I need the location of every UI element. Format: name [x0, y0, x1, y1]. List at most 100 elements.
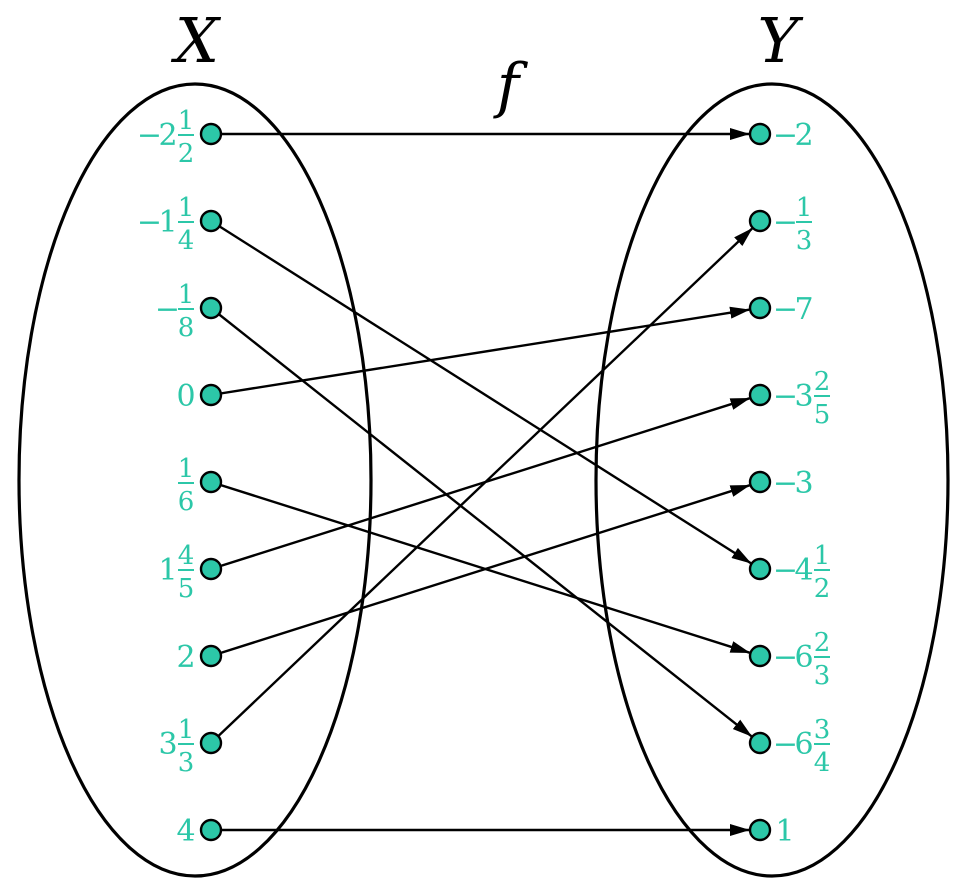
- codomain-title: Y: [758, 4, 804, 77]
- codomain-element-dot: [748, 122, 772, 146]
- codomain-element-dot: [748, 557, 772, 581]
- mapping-arrow: [210, 484, 751, 658]
- label-numerator: 1: [178, 454, 195, 484]
- label-numerator: 1: [178, 715, 195, 745]
- label-whole: 2: [794, 118, 813, 153]
- domain-label: 0: [176, 379, 195, 414]
- mapping-arrow: [210, 480, 751, 654]
- codomain-element-dot: [748, 209, 772, 233]
- label-denominator: 4: [814, 748, 831, 778]
- codomain-label: 1: [775, 814, 794, 849]
- label-numerator: 1: [814, 541, 831, 571]
- label-sign: −: [773, 640, 798, 675]
- codomain-element-dot: [748, 383, 772, 407]
- label-whole: 4: [176, 814, 195, 849]
- label-sign: −: [773, 118, 798, 153]
- domain-element-dot: [199, 383, 223, 407]
- label-sign: −: [773, 379, 798, 414]
- label-numerator: 2: [814, 367, 831, 397]
- domain-element-dot: [199, 122, 223, 146]
- codomain-label: −2: [773, 118, 814, 153]
- codomain-element-dot: [748, 731, 772, 755]
- label-denominator: 4: [178, 226, 195, 256]
- label-whole: 6: [794, 640, 813, 675]
- codomain-element-dot: [748, 818, 772, 842]
- label-sign: −: [137, 205, 162, 240]
- label-numerator: 1: [178, 106, 195, 136]
- mapping-arrow: [210, 306, 751, 397]
- label-denominator: 8: [178, 313, 195, 343]
- mapping-arrows: [210, 128, 753, 836]
- codomain-set-ellipse: [594, 82, 950, 878]
- label-denominator: 3: [178, 748, 195, 778]
- label-sign: −: [773, 292, 798, 327]
- label-whole: 1: [775, 814, 794, 849]
- label-whole: 7: [794, 292, 813, 327]
- label-sign: −: [773, 466, 798, 501]
- label-numerator: 2: [814, 628, 831, 658]
- codomain-label: −7: [773, 292, 814, 327]
- codomain-label: −13: [773, 193, 812, 256]
- label-denominator: 5: [814, 400, 831, 430]
- label-whole: 1: [158, 205, 177, 240]
- label-numerator: 1: [178, 280, 195, 310]
- mapping-arrow: [210, 227, 753, 744]
- label-denominator: 6: [178, 487, 195, 517]
- label-sign: −: [773, 205, 798, 240]
- domain-label: 2: [176, 640, 195, 675]
- label-whole: 0: [176, 379, 195, 414]
- label-whole: 4: [794, 553, 813, 588]
- label-numerator: 3: [814, 715, 831, 745]
- codomain-label: −3: [773, 466, 814, 501]
- label-numerator: 1: [178, 193, 195, 223]
- label-numerator: 4: [178, 541, 195, 571]
- mapping-arrow: [210, 307, 753, 738]
- domain-element-dot: [199, 644, 223, 668]
- label-denominator: 5: [178, 574, 195, 604]
- codomain-element-dot: [748, 296, 772, 320]
- domain-set-ellipse: [17, 82, 373, 878]
- label-whole: 1: [158, 553, 177, 588]
- domain-label: 16: [178, 454, 195, 517]
- label-denominator: 3: [796, 226, 813, 256]
- label-denominator: 2: [814, 574, 831, 604]
- codomain-element-dot: [748, 470, 772, 494]
- domain-element-dot: [199, 557, 223, 581]
- domain-label: −18: [155, 280, 194, 343]
- label-whole: 2: [176, 640, 195, 675]
- mapping-arrow: [210, 219, 752, 565]
- element-dots: [199, 122, 772, 842]
- label-whole: 3: [794, 379, 813, 414]
- codomain-element-dot: [748, 644, 772, 668]
- domain-title: X: [171, 4, 222, 77]
- label-sign: −: [773, 727, 798, 762]
- label-sign: −: [155, 292, 180, 327]
- domain-element-dot: [199, 731, 223, 755]
- label-sign: −: [137, 118, 162, 153]
- function-label: f: [493, 51, 529, 121]
- domain-element-dot: [199, 470, 223, 494]
- domain-element-dot: [199, 818, 223, 842]
- label-whole: 2: [158, 118, 177, 153]
- label-denominator: 2: [178, 139, 195, 169]
- label-sign: −: [773, 553, 798, 588]
- label-whole: 6: [794, 727, 813, 762]
- label-denominator: 3: [814, 661, 831, 691]
- domain-element-dot: [199, 209, 223, 233]
- domain-label: 4: [176, 814, 195, 849]
- mapping-arrow: [210, 397, 751, 571]
- label-whole: 3: [158, 727, 177, 762]
- label-whole: 3: [794, 466, 813, 501]
- domain-element-dot: [199, 296, 223, 320]
